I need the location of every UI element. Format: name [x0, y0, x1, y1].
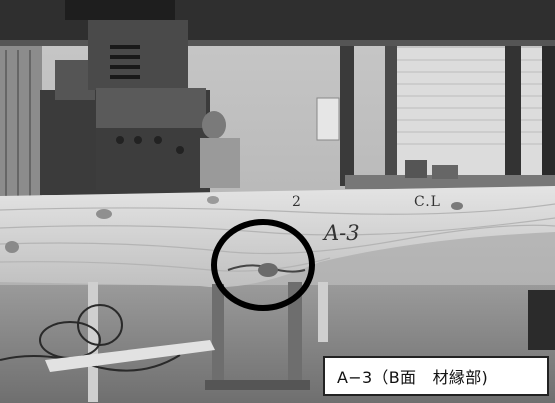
- caption-box: A−3（B面 材縁部): [323, 356, 549, 396]
- beam-mark-center-line: C.L: [414, 194, 441, 210]
- caption-text: A−3（B面 材縁部): [337, 368, 489, 387]
- beam-mark-specimen-id: A-3: [324, 221, 360, 245]
- highlight-circle: [211, 219, 315, 311]
- beam-mark-point-number: 2: [292, 194, 301, 210]
